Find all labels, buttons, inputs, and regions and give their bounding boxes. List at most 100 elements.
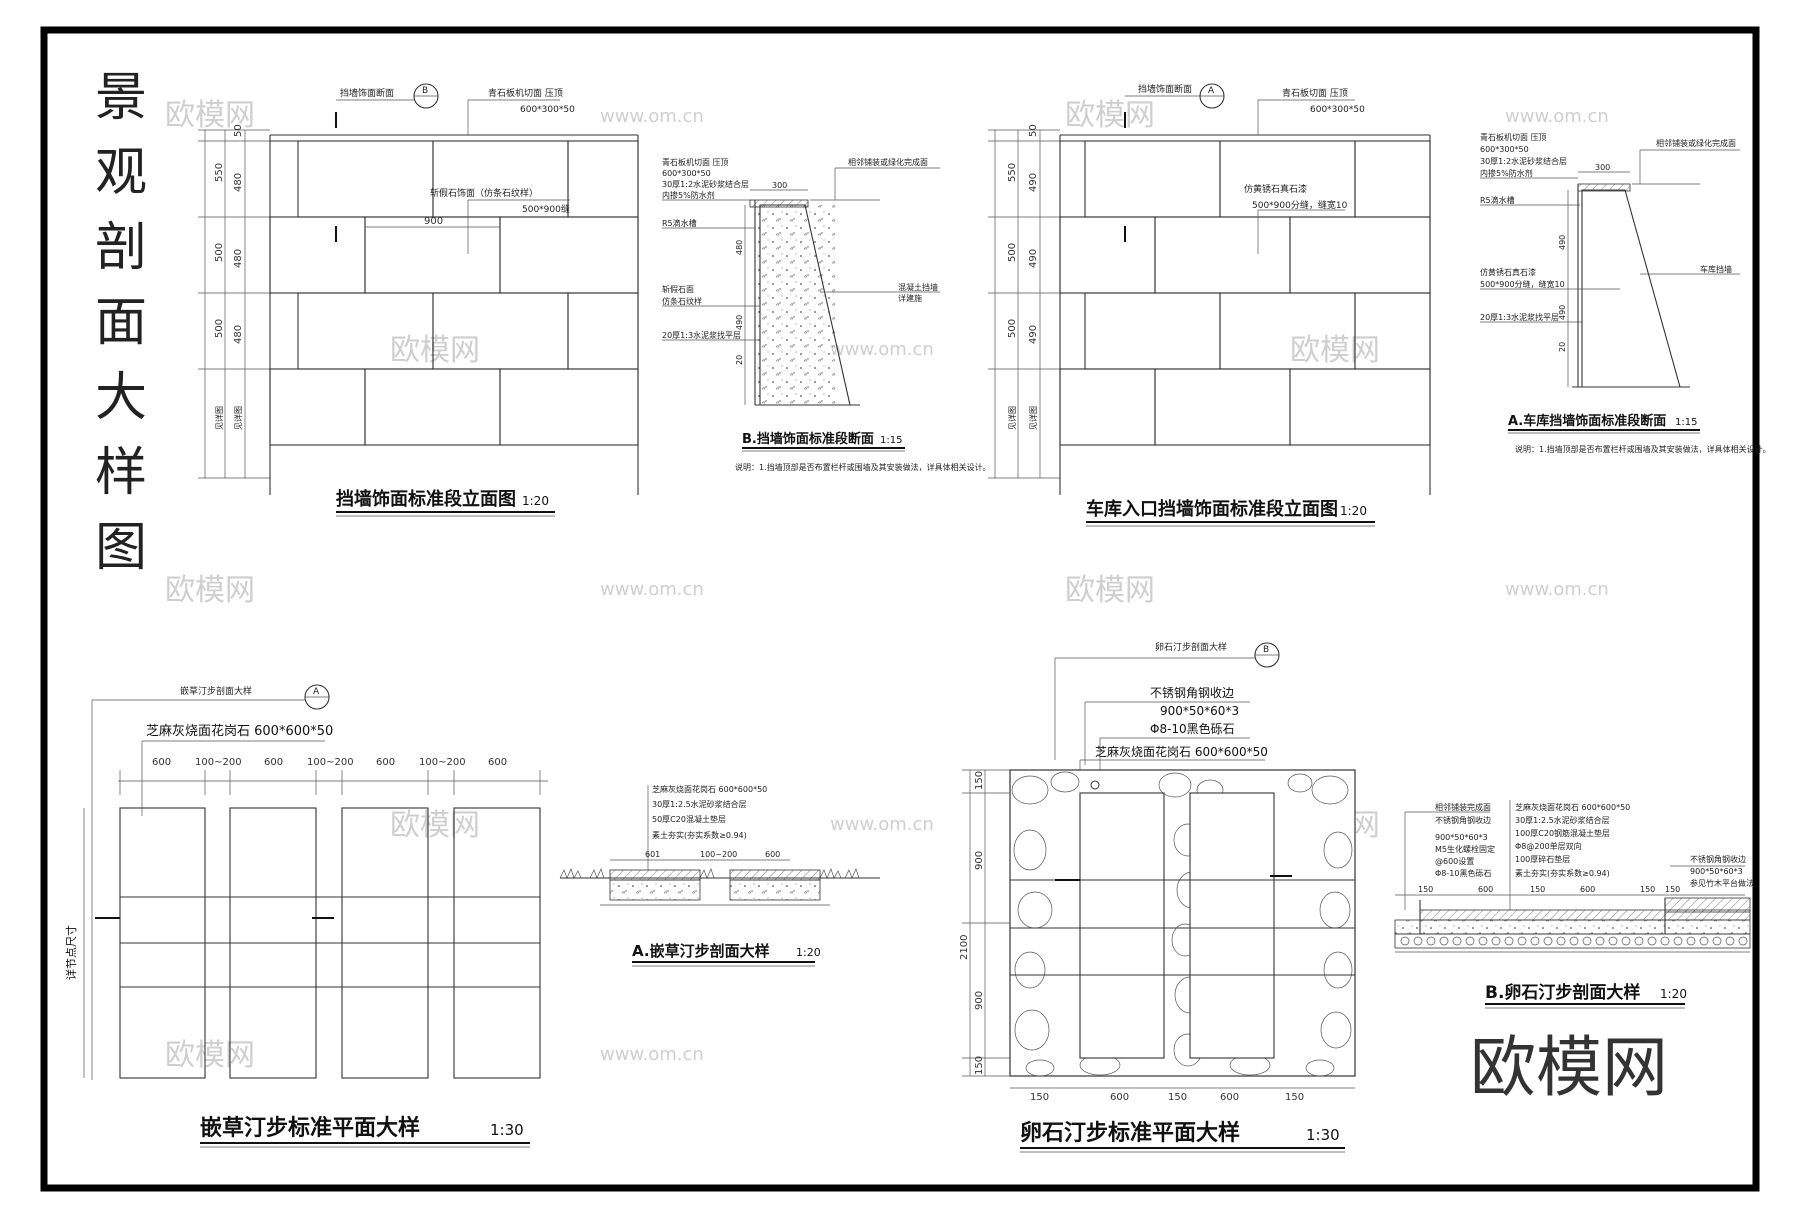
watermark-url: www.om.cn [830,814,934,835]
dim-label: 300 [772,181,787,190]
material-note: 芝麻灰烧面花岗石 600*600*50 [146,723,333,739]
title-char: 观 [95,143,147,203]
dim-label: 480 [233,249,244,268]
note-line: 内掺5%防水剂 [1480,168,1533,178]
section-notes: 芝麻灰烧面花岗石 600*600*50 30厚1:2.5水泥砂浆结合层 100厚… [1509,800,1630,910]
panel-garage-wall-elevation: 550 50 490 500 490 500 490 见详图 见详图 挡墙饰面断… [988,83,1431,527]
watermark-brand: 欧模网 [390,808,480,843]
left-notes: 相邻铺装完成面 不锈钢角钢收边 900*50*60*3 M5生化螺栓固定 @60… [1404,802,1495,910]
panel-garage-section-a: 300 490 490 20 青石板机切面 压顶 600*300*50 30厚1… [1480,132,1771,454]
note-line: 素土夯实(夯实系数≥0.94) [652,830,747,840]
note-line: 600*300*50 [662,169,711,178]
title-char: 剖 [95,218,147,278]
note-line: 相邻铺装或绿化完成面 [1656,138,1736,148]
section-callout-label: 挡墙饰面断面 [340,87,394,99]
dim-label: 150 [1530,885,1545,894]
side-label: 见详图 [1028,406,1038,430]
stone-size-note: 500*900分缝，缝宽10 [1252,199,1348,211]
stone-note: 斩假石饰面（仿条石纹样） [430,187,538,199]
section-notes: 青石板机切面 压顶 600*300*50 30厚1:2水泥砂浆结合层 内掺5%防… [662,157,760,341]
note-line: Φ8@200单层双向 [1515,841,1582,851]
material-notes: 不锈钢角钢收边 900*50*60*3 Φ8-10黑色砾石 芝麻灰烧面花岗石 6… [1079,686,1268,790]
note-line: 30厚1:2水泥砂浆结合层 [662,179,749,189]
note-line: R5滴水槽 [1480,195,1515,205]
stone-size-note: 500*900缝 [522,203,570,215]
section-callout-letter: A [1208,86,1215,96]
note-line: 30厚1:2.5水泥砂浆结合层 [1515,815,1610,825]
dim-label: 600 [376,757,395,768]
note-line: 900*50*60*3 [1160,704,1239,718]
dim-label: 100~200 [195,757,242,768]
section-callout-letter: A [313,687,320,697]
dim-label: 150 [1168,1092,1187,1103]
dim-label: 900 [974,991,985,1010]
watermark-brand: 欧模网 [1290,333,1380,368]
dim-label: 601 [645,850,660,859]
dim-label: 600 [488,757,507,768]
panel-grass-stepping-section: 芝麻灰烧面花岗石 600*600*50 30厚1:2.5水泥砂浆结合层 50厚C… [559,784,880,967]
coping-size-note: 600*300*50 [520,105,575,115]
dim-label: 2100 [959,935,970,960]
remark: 说明：1.挡墙顶部是否布置栏杆或围墙及其安装做法，详具体相关设计。 [735,462,991,472]
coping-size-note: 600*300*50 [1310,105,1365,115]
note-line: 不锈钢角钢收边 [1435,815,1491,825]
note-line: 100厚C20钢筋混凝土垫层 [1515,828,1610,838]
note-line: R5滴水槽 [662,218,697,228]
panel-pebble-stepping-plan: 卵石汀步剖面大样 B 不锈钢角钢收边 900*50*60*3 Φ8-10黑色砾石… [959,641,1356,1153]
note-line: 芝麻灰烧面花岗石 600*600*50 [652,784,767,794]
note-line: 不锈钢角钢收边 [1690,854,1746,864]
dim-label: 150 [1030,1092,1049,1103]
dim-label: 900 [974,851,985,870]
dim-label: 50 [1028,124,1039,137]
dim-label: 300 [1595,163,1610,172]
watermark-url: www.om.cn [600,106,704,127]
note-line: 不锈钢角钢收边 [1150,686,1234,700]
note-line: 青石板机切面 压顶 [662,157,729,167]
dim-label: 490 [1558,235,1567,250]
side-label: 见详图 [214,406,224,430]
dim-label: 150 [1665,885,1680,894]
section-callout-letter: B [1263,645,1269,655]
caption: 车库入口挡墙饰面标准段立面图 [1086,498,1338,520]
dim-label: 480 [735,240,744,255]
note-line: 30厚1:2水泥砂浆结合层 [1480,156,1567,166]
section-callout-letter: B [422,86,428,96]
note-line: 相邻铺装或绿化完成面 [848,157,928,167]
brick-width-dim: 900 [424,216,443,227]
watermark-url: www.om.cn [600,579,704,600]
watermark-brand: 欧模网 [390,333,480,368]
note-line: 900*50*60*3 [1690,867,1743,876]
dim-label: 490 [1028,249,1039,268]
dim-label: 550 [1007,163,1018,182]
watermark-url: www.om.cn [830,339,934,360]
caption-scale: 1:20 [1660,987,1687,1001]
watermark-brand: 欧模网 [165,1038,255,1073]
dim-label: 600 [152,757,171,768]
caption-scale: 1:20 [796,946,821,959]
caption-scale: 1:15 [880,435,902,446]
dim-label: 600 [1110,1092,1129,1103]
note-line: 50厚C20混凝土垫层 [652,814,726,824]
title-char: 大 [95,368,147,428]
title-char: 样 [95,443,147,503]
dim-label: 600 [1580,885,1595,894]
note-line: 素土夯实(夯实系数≥0.94) [1515,868,1610,878]
note-line: 详建施 [898,293,922,303]
dim-label: 150 [1418,885,1433,894]
section-notes: 青石板机切面 压顶 600*300*50 30厚1:2水泥砂浆结合层 内掺5%防… [1480,132,1620,323]
note-line: 参见竹木平台做法 [1690,878,1754,888]
caption: 卵石汀步标准平面大样 [1020,1120,1240,1146]
note-line: 仿黄锈石真石漆 [1480,267,1536,277]
dim-label: 150 [974,771,985,790]
note-line: 100厚碎石垫层 [1515,854,1570,864]
dim-label: 550 [214,163,225,182]
note-line: 车库挡墙 [1700,264,1732,274]
note-line: 500*900分缝，缝宽10 [1480,279,1565,289]
note-line: 20厚1:3水泥浆找平层 [662,330,741,340]
dim-label: 600 [1220,1092,1239,1103]
remark: 说明：1.挡墙顶部是否布置栏杆或围墙及其安装做法，详具体相关设计。 [1515,444,1771,454]
dim-label: 150 [1640,885,1655,894]
title-char: 景 [95,68,147,128]
granite-slabs [1010,792,1355,1059]
